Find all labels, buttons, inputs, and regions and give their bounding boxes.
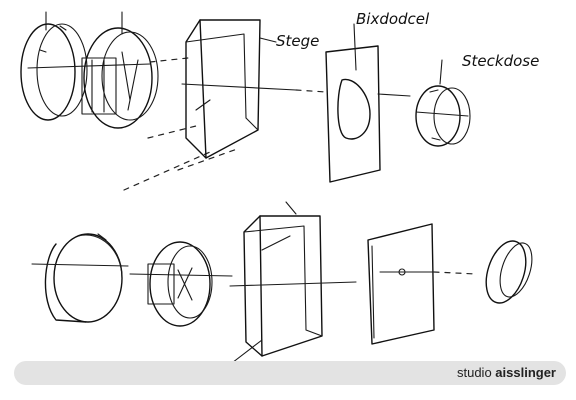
top-row: Stege Bixdodcel Steckdose — [20, 10, 539, 191]
bottom-end-knob — [485, 240, 533, 304]
label-stege: Stege — [276, 32, 319, 50]
bottom-cover-cup — [31, 233, 129, 323]
label-bezeichnung: Bixdodcel — [356, 10, 430, 28]
brand-logo: studio aisslinger — [457, 365, 556, 380]
top-cover-ring — [20, 11, 151, 121]
brand-prefix: studio — [456, 365, 496, 380]
label-steckdose: Steckdose — [462, 52, 539, 70]
top-socket — [415, 59, 471, 147]
bottom-insert — [129, 241, 233, 327]
footer-bar: studio aisslinger — [14, 361, 566, 385]
bottom-frame-box — [227, 201, 357, 367]
bottom-row — [31, 201, 533, 367]
top-frame-box — [181, 19, 297, 159]
top-cover-plate — [325, 23, 411, 183]
bottom-cover-plate — [367, 223, 435, 345]
top-insert — [81, 11, 159, 129]
brand-name: aisslinger — [495, 365, 556, 380]
